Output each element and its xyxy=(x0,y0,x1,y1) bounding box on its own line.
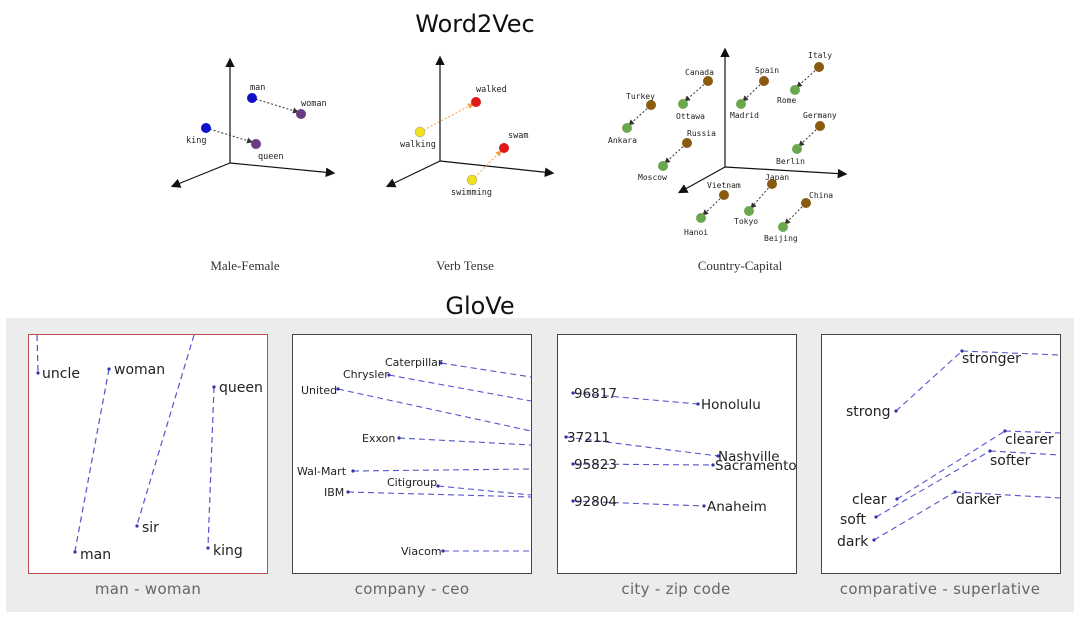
label-nashville: Nashville xyxy=(718,449,780,465)
label-king: king xyxy=(186,136,206,146)
label-swam: swam xyxy=(508,131,528,141)
label-ibm: IBM xyxy=(324,486,344,499)
label-dark: dark xyxy=(837,534,869,550)
axes xyxy=(385,55,555,188)
male-female-diagram: man woman king queen xyxy=(170,57,336,188)
company-ceo-plot: Caterpillar Chrysler United Exxon Wal-Ma… xyxy=(297,356,531,558)
verb-tense-caption: Verb Tense xyxy=(436,258,494,273)
label-sacramento: Sacramento xyxy=(715,458,796,474)
axes xyxy=(677,47,848,194)
label-queen: queen xyxy=(258,152,284,162)
label-softer: softer xyxy=(990,453,1031,469)
comparative-plot: stronger strong clearer softer clear dar… xyxy=(837,349,1060,550)
country-capital-caption: Country-Capital xyxy=(697,258,783,273)
point-swam xyxy=(499,143,509,153)
point-king xyxy=(201,123,211,133)
label-clearer: clearer xyxy=(1005,432,1054,448)
country-points xyxy=(646,62,825,208)
glove-company-ceo-panel: Caterpillar Chrysler United Exxon Wal-Ma… xyxy=(292,334,532,574)
label-walked: walked xyxy=(476,85,507,95)
male-female-caption: Male-Female xyxy=(210,258,280,273)
label-united: United xyxy=(301,384,337,397)
label-woman: woman xyxy=(114,362,165,378)
country-capital-arrows xyxy=(628,67,820,225)
label-viacom: Viacom xyxy=(401,545,442,558)
label-exxon: Exxon xyxy=(362,432,395,445)
label-germany: Germany xyxy=(803,111,837,120)
label-rome: Rome xyxy=(777,96,796,105)
label-37211: 37211 xyxy=(567,430,610,446)
glove-man-woman-panel: uncle woman queen sir man king xyxy=(28,334,268,574)
point-walked xyxy=(471,97,481,107)
city-zip-plot: 96817 Honolulu 37211 Nashville 95823 Sac… xyxy=(564,386,796,515)
label-madrid: Madrid xyxy=(730,111,759,120)
point-man xyxy=(247,93,257,103)
label-hanoi: Hanoi xyxy=(684,228,708,237)
glove-city-zip-panel: 96817 Honolulu 37211 Nashville 95823 Sac… xyxy=(557,334,797,574)
label-walking: walking xyxy=(400,140,436,150)
label-beijing: Beijing xyxy=(764,234,798,243)
glove-man-woman-caption: man - woman xyxy=(94,580,202,598)
label-swimming: swimming xyxy=(451,188,492,198)
label-chrysler: Chrysler xyxy=(343,368,389,381)
label-vietnam: Vietnam xyxy=(707,181,741,190)
label-woman: woman xyxy=(301,99,327,109)
label-sir: sir xyxy=(142,520,159,536)
label-ottawa: Ottawa xyxy=(676,112,705,121)
axes xyxy=(170,57,336,188)
man-woman-plot: uncle woman queen sir man king xyxy=(36,335,263,563)
label-96817: 96817 xyxy=(574,386,617,402)
point-swimming xyxy=(466,174,478,186)
label-king: king xyxy=(213,543,243,559)
word2vec-title: Word2Vec xyxy=(415,10,535,38)
country-capital-diagram: Turkey Ankara Canada Ottawa Spain Madrid… xyxy=(608,47,848,243)
label-italy: Italy xyxy=(808,51,832,60)
label-russia: Russia xyxy=(687,129,716,138)
point-walking xyxy=(414,126,426,138)
label-ankara: Ankara xyxy=(608,136,637,145)
point-queen xyxy=(251,139,261,149)
label-95823: 95823 xyxy=(574,457,617,473)
glove-city-zip-caption: city - zip code xyxy=(621,580,731,598)
label-moscow: Moscow xyxy=(638,173,667,182)
label-spain: Spain xyxy=(755,66,779,75)
glove-company-ceo-caption: company - ceo xyxy=(354,580,470,598)
label-queen: queen xyxy=(219,380,263,396)
label-man: man xyxy=(250,83,265,93)
point-woman xyxy=(296,109,306,119)
label-stronger: stronger xyxy=(962,351,1021,367)
capital-points xyxy=(622,85,802,232)
glove-comparative-panel: stronger strong clearer softer clear dar… xyxy=(821,334,1061,574)
label-citigroup: Citigroup xyxy=(387,476,437,489)
glove-comparative-caption: comparative - superlative xyxy=(839,580,1041,598)
label-man: man xyxy=(80,547,111,563)
label-soft: soft xyxy=(840,512,867,528)
label-china: China xyxy=(809,191,833,200)
label-uncle: uncle xyxy=(42,366,80,382)
label-canada: Canada xyxy=(685,68,714,77)
label-clear: clear xyxy=(852,492,887,508)
label-anaheim: Anaheim xyxy=(707,499,767,515)
verb-tense-diagram: walked walking swam swimming xyxy=(385,55,555,198)
label-honolulu: Honolulu xyxy=(701,397,761,413)
label-darker: darker xyxy=(956,492,1001,508)
label-walmart: Wal-Mart xyxy=(297,465,347,478)
label-92804: 92804 xyxy=(574,494,617,510)
label-japan: Japan xyxy=(765,173,789,182)
glove-title: GloVe xyxy=(445,292,515,320)
label-berlin: Berlin xyxy=(776,157,805,166)
label-tokyo: Tokyo xyxy=(734,217,758,226)
label-strong: strong xyxy=(846,404,891,420)
label-caterpillar: Caterpillar xyxy=(385,356,443,369)
label-turkey: Turkey xyxy=(626,92,655,101)
